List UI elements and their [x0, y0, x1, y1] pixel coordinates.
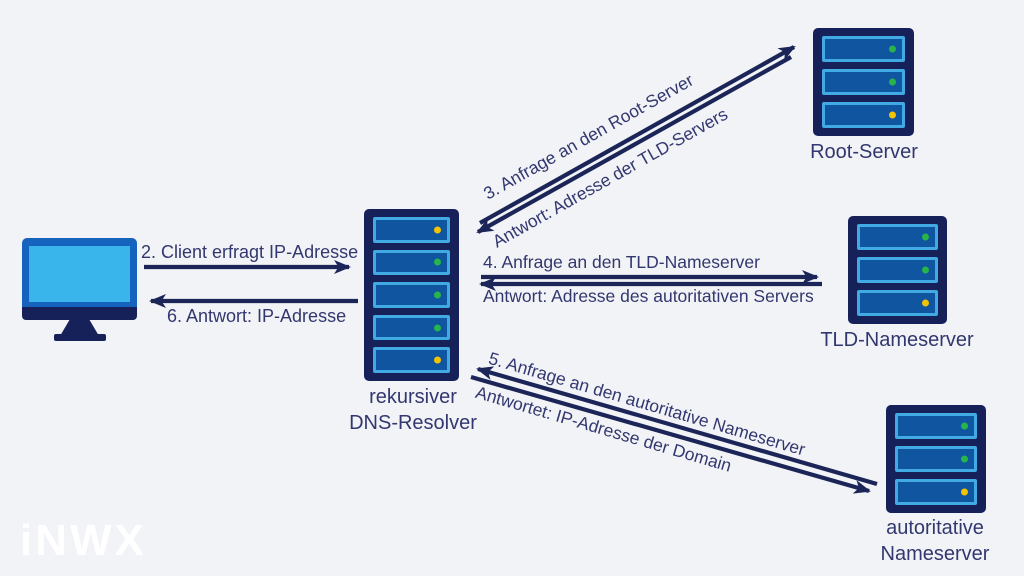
resolver-label-line1: rekursiver	[369, 386, 457, 408]
status-led	[434, 291, 441, 299]
status-led	[434, 226, 441, 234]
status-led	[961, 422, 968, 430]
status-led	[961, 488, 968, 496]
server-slot	[822, 69, 905, 95]
status-led	[434, 324, 441, 332]
step5-response-arrow	[476, 366, 878, 487]
server-slot	[822, 102, 905, 128]
server-slot	[895, 446, 977, 472]
status-led	[434, 258, 441, 266]
recursive-dns-resolver-icon	[364, 209, 459, 381]
monitor-bezel	[22, 238, 137, 307]
tld-nameserver-icon	[848, 216, 947, 324]
server-slot	[857, 290, 938, 316]
tld-nameserver-label: TLD-Nameserver	[820, 329, 974, 351]
status-led	[434, 356, 441, 364]
server-slot	[895, 479, 977, 505]
monitor-screen	[29, 246, 130, 302]
step6-label: 6. Antwort: IP-Adresse	[167, 306, 347, 326]
authoritative-nameserver-icon	[886, 405, 986, 513]
resolver-label-line2: DNS-Resolver	[349, 412, 477, 434]
authoritative-nameserver-label: autoritative Nameserver	[855, 515, 1015, 567]
step4-response-label: Antwort: Adresse des autoritativen Serve…	[483, 286, 814, 306]
authoritative-label-line2: Nameserver	[880, 543, 990, 565]
server-slot	[895, 413, 977, 439]
step4-request-label: 4. Anfrage an den TLD-Nameserver	[483, 252, 760, 272]
status-led	[889, 111, 896, 119]
step2-label: 2. Client erfragt IP-Adresse	[141, 242, 359, 262]
status-led	[922, 299, 929, 307]
resolver-label: rekursiver DNS-Resolver	[333, 384, 493, 436]
root-server-label: Root-Server	[810, 141, 918, 163]
inwx-logo: iNWX	[20, 516, 147, 565]
server-slot	[373, 249, 450, 276]
server-slot	[822, 36, 905, 62]
step3-response-arrow	[476, 55, 793, 234]
server-slot	[857, 257, 938, 283]
root-server-icon	[813, 28, 914, 136]
status-led	[889, 78, 896, 86]
server-slot	[857, 224, 938, 250]
monitor-stand-neck	[60, 320, 99, 335]
server-slot	[373, 314, 450, 341]
monitor-bottom-bar	[22, 307, 137, 320]
authoritative-label-line1: autoritative	[886, 517, 984, 539]
status-led	[922, 266, 929, 274]
server-slot	[373, 217, 450, 243]
step5-request-arrow	[470, 374, 871, 494]
status-led	[961, 455, 968, 463]
status-led	[889, 45, 896, 53]
server-slot	[373, 347, 450, 373]
status-led	[922, 233, 929, 241]
step3-request-arrow	[478, 45, 796, 225]
monitor-stand-base	[53, 334, 106, 341]
client-computer-icon	[22, 238, 137, 341]
server-slot	[373, 282, 450, 308]
